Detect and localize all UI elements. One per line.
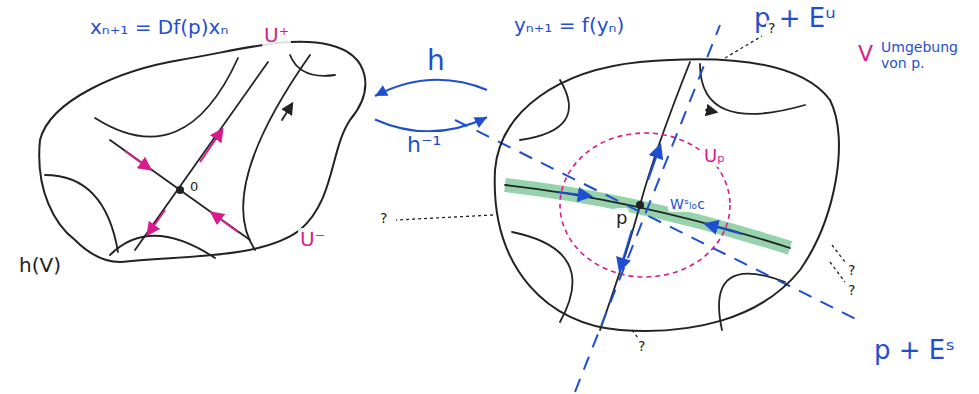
- unstable-direction: p + Eᵘ: [752, 4, 838, 34]
- linear-map-formula: xₙ₊₁ = Df(p)xₙ: [88, 16, 230, 39]
- origin-label: 0: [188, 180, 200, 195]
- node-label: V: [856, 41, 875, 66]
- mapping-arrow: [375, 80, 487, 96]
- neighbourhood-blob: VUmgebung von p.: [487, 35, 957, 340]
- question-mark: ?: [766, 20, 777, 36]
- neighbourhood-label: Uₚ: [702, 146, 727, 167]
- stable-subspace: U⁻: [298, 228, 327, 251]
- question-mark: ?: [846, 262, 857, 278]
- local-stable-manifold: Wˢₗₒc: [668, 196, 707, 212]
- question-mark: ?: [636, 338, 647, 354]
- map-label: h⁻¹: [405, 132, 443, 157]
- mapping-arrow: [375, 117, 487, 131]
- question-mark: ?: [846, 282, 857, 298]
- stable-direction: p + Eˢ: [872, 336, 957, 366]
- question-mark: ?: [378, 210, 389, 226]
- node-label: h(V): [17, 254, 63, 277]
- fixed-point-label: p: [614, 208, 629, 229]
- map-label: h: [425, 45, 447, 77]
- unstable-subspace: U⁺: [262, 24, 291, 47]
- node-label: Umgebung von p.: [879, 39, 961, 71]
- blob-outline: [487, 35, 957, 340]
- map-formula: yₙ₊₁ = f(yₙ): [512, 14, 626, 37]
